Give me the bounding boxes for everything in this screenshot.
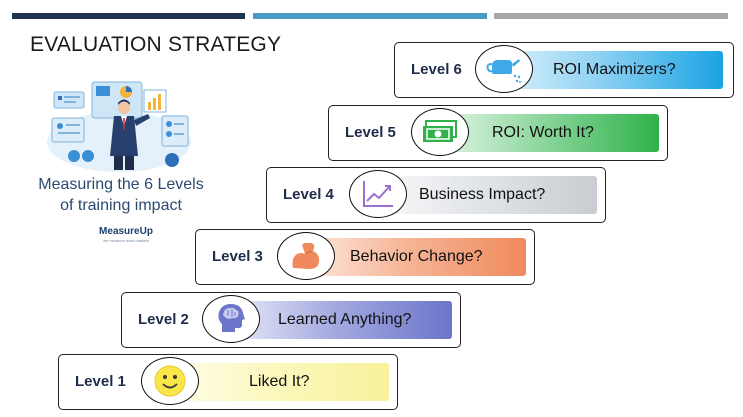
- level-4-step: Level 4 Business Impact?: [266, 167, 606, 223]
- level-question: Liked It?: [249, 373, 310, 390]
- level-4-bar: [379, 176, 597, 214]
- level-label: Level 2: [138, 311, 189, 328]
- growth-chart-icon: [363, 181, 393, 207]
- level-2-bar: [232, 301, 452, 339]
- watering-can-icon: [486, 59, 521, 83]
- level-1-icon-circle: [141, 357, 199, 405]
- level-label: Level 6: [411, 61, 462, 78]
- level-label: Level 3: [212, 248, 263, 265]
- level-4-icon-circle: [349, 170, 407, 218]
- level-6-icon-circle: [475, 45, 533, 93]
- top-bar-navy: [12, 13, 245, 19]
- level-label: Level 4: [283, 186, 334, 203]
- brain-head-icon: [218, 304, 245, 332]
- level-question: Learned Anything?: [278, 311, 412, 328]
- top-bar-blue: [253, 13, 487, 19]
- level-5-icon-circle: [411, 108, 469, 156]
- level-1-step: Level 1 Liked It?: [58, 354, 398, 410]
- money-icon: [423, 120, 457, 142]
- flexed-arm-icon: [292, 243, 320, 269]
- logo-name: MeasureUp: [99, 226, 153, 237]
- level-3-step: Level 3 Behavior Change?: [195, 229, 535, 285]
- measureup-logo: MeasureUp we measure what matters: [96, 226, 156, 254]
- level-question: ROI: Worth It?: [492, 124, 594, 141]
- level-question: Behavior Change?: [350, 248, 483, 265]
- level-5-bar: [439, 114, 659, 152]
- level-3-icon-circle: [277, 232, 335, 280]
- caption-line-2: of training impact: [60, 197, 182, 214]
- top-bar-gray: [494, 13, 728, 19]
- level-3-bar: [306, 238, 526, 276]
- level-5-step: Level 5 ROI: Worth It?: [328, 105, 668, 161]
- level-2-step: Level 2 Learned Anything?: [121, 292, 461, 348]
- level-question: ROI Maximizers?: [553, 61, 676, 78]
- slide-title: EVALUATION STRATEGY: [30, 33, 282, 56]
- caption: Measuring the 6 Levels of training impac…: [30, 174, 212, 216]
- level-6-bar: [495, 51, 723, 89]
- level-1-bar: [169, 363, 389, 401]
- level-label: Level 5: [345, 124, 396, 141]
- smiley-icon: [154, 365, 186, 397]
- level-6-step: Level 6 ROI Maximizers?: [394, 42, 734, 98]
- business-analytics-illustration: [47, 81, 191, 172]
- level-question: Business Impact?: [419, 186, 546, 203]
- level-label: Level 1: [75, 373, 126, 390]
- logo-tagline: we measure what matters: [103, 238, 149, 243]
- level-2-icon-circle: [202, 295, 260, 343]
- caption-line-1: Measuring the 6 Levels: [38, 176, 204, 193]
